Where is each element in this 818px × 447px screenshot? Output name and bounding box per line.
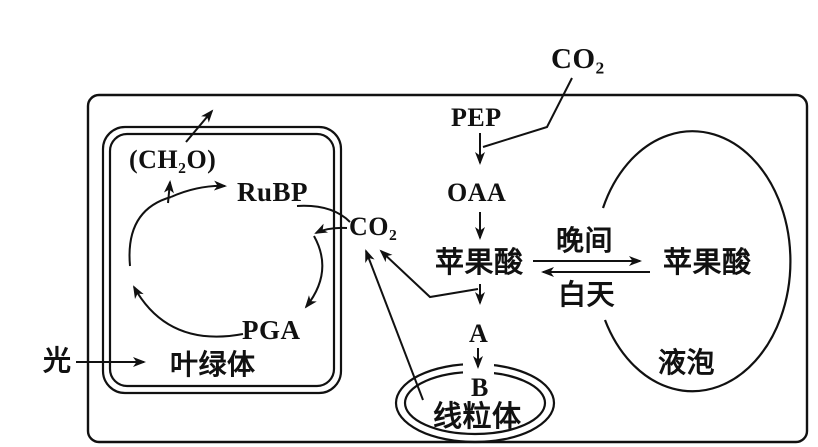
mitochondrion-label: 线粒体 xyxy=(433,401,522,433)
curve-rubp-to-co2 xyxy=(296,204,351,223)
arrow-co2-into-cycle xyxy=(314,223,348,234)
co2-stroma-label: CO₂ xyxy=(349,212,398,241)
cell-membrane-outline xyxy=(86,93,809,444)
malate-cytosol-label: 苹果酸 xyxy=(435,247,524,279)
ch2o-label: (CH₂O) xyxy=(129,145,217,174)
chloroplast-inner-membrane xyxy=(108,132,336,388)
malate-vacuole-label: 苹果酸 xyxy=(663,247,752,279)
co2-atmospheric-label: CO₂ xyxy=(551,43,605,75)
arrow-cycle-to-rubp xyxy=(170,180,227,198)
day-label: 白天 xyxy=(558,280,616,311)
arrow-cycle-to-ch2o xyxy=(163,180,174,204)
chloroplast-outer-membrane xyxy=(101,125,343,395)
calvin-cycle-bottom-arc-arrow xyxy=(133,285,244,338)
substance-a-label: A xyxy=(469,319,489,348)
substance-b-label: B xyxy=(471,373,489,402)
pep-label: PEP xyxy=(451,103,502,132)
vacuole-label: 液泡 xyxy=(658,348,716,379)
calvin-cycle-left-arc xyxy=(128,196,172,267)
vacuole-outline xyxy=(601,130,792,393)
arrow-ch2o-export xyxy=(185,109,214,143)
night-label: 晚间 xyxy=(556,226,614,257)
line-co2-to-pep-arrow xyxy=(482,77,573,148)
arrow-mitochondrion-to-co2 xyxy=(365,249,424,401)
arrow-rubp-to-pga-arc xyxy=(304,235,324,309)
arrow-malate-branch-to-co2 xyxy=(379,249,479,299)
rubp-label: RuBP xyxy=(237,177,309,207)
pga-label: PGA xyxy=(242,315,301,345)
oaa-label: OAA xyxy=(447,178,507,207)
chloroplast-label: 叶绿体 xyxy=(170,350,256,381)
light-label: 光 xyxy=(43,346,72,377)
